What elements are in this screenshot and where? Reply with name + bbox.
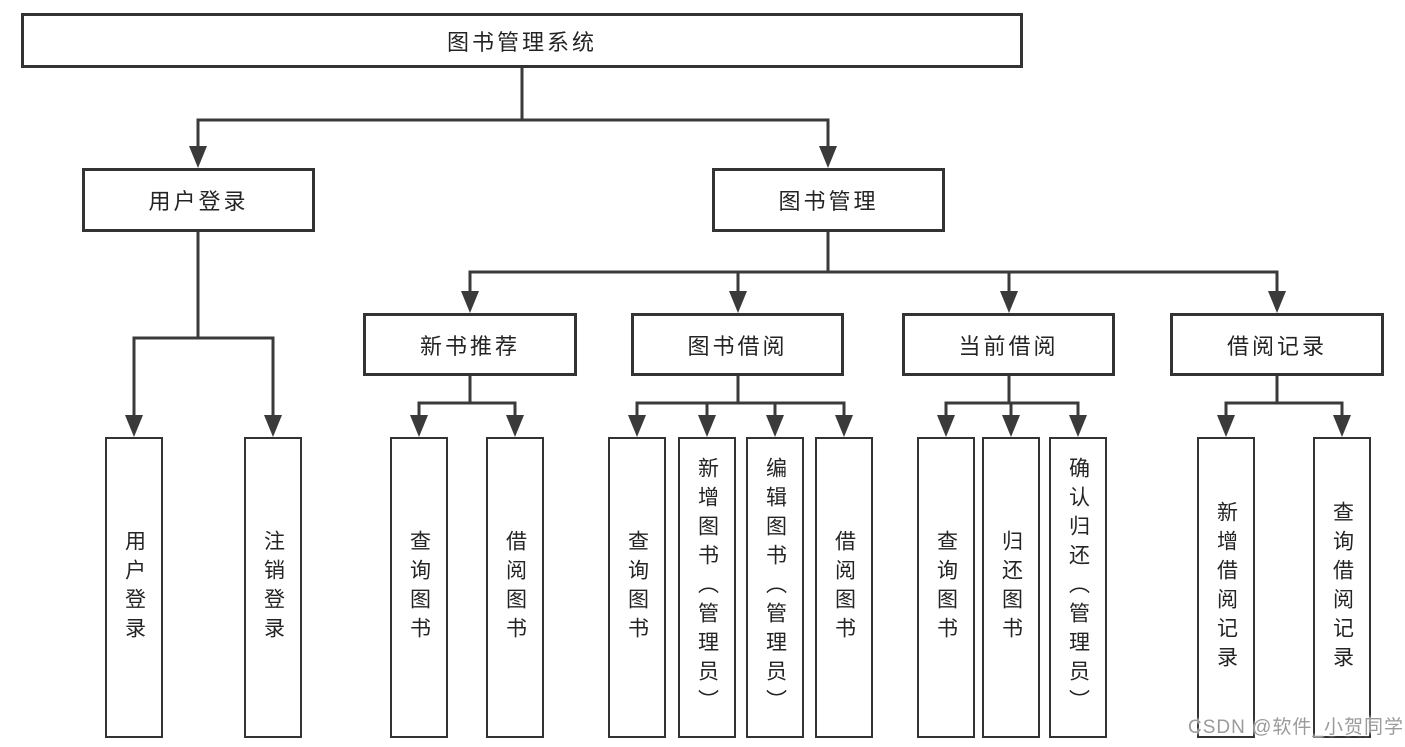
arrow-icon	[1069, 415, 1087, 437]
book-mgmt-branch-connector	[461, 230, 1286, 313]
leaf-confirm-return-admin: 确认归还（管理员）	[1049, 437, 1107, 738]
root-to-level2-connector	[189, 66, 837, 168]
arrow-icon	[819, 146, 837, 168]
new-book-section-connector	[410, 374, 524, 437]
leaf-label: 归还图书	[999, 529, 1023, 646]
leaf-query-books-recommend: 查询图书	[390, 437, 448, 738]
leaf-query-books-borrow: 查询图书	[608, 437, 666, 738]
node-book-borrow-label: 图书借阅	[687, 333, 788, 359]
current-borrow-section-connector	[937, 374, 1087, 437]
arrow-icon	[1268, 291, 1286, 313]
leaf-label: 查询图书	[934, 529, 958, 646]
leaf-label: 新增借阅记录	[1214, 500, 1238, 675]
leaf-label: 新增图书（管理员）	[695, 457, 719, 718]
node-book-mgmt-label: 图书管理	[778, 189, 879, 214]
leaf-add-borrow-record: 新增借阅记录	[1197, 437, 1255, 738]
node-borrow-records: 借阅记录	[1170, 313, 1384, 376]
leaf-edit-book-admin: 编辑图书（管理员）	[746, 437, 804, 738]
node-book-mgmt: 图书管理	[712, 168, 945, 232]
leaf-query-borrow-record: 查询借阅记录	[1313, 437, 1371, 738]
book-borrow-section-connector	[628, 374, 853, 437]
leaf-label: 查询图书	[625, 529, 649, 646]
node-root-label: 图书管理系统	[446, 29, 597, 55]
leaf-label: 注销登录	[261, 529, 285, 646]
leaf-logout: 注销登录	[244, 437, 302, 738]
arrow-icon	[125, 415, 143, 437]
leaf-label: 编辑图书（管理员）	[763, 457, 787, 718]
leaf-add-book-admin: 新增图书（管理员）	[678, 437, 736, 738]
arrow-icon	[937, 415, 955, 437]
leaf-label: 借阅图书	[832, 529, 856, 646]
arrow-icon	[1217, 415, 1235, 437]
arrow-icon	[1002, 415, 1020, 437]
leaf-label: 确认归还（管理员）	[1066, 457, 1090, 718]
node-current-borrow-label: 当前借阅	[958, 333, 1059, 359]
arrow-icon	[264, 415, 282, 437]
arrow-icon	[835, 415, 853, 437]
arrow-icon	[1000, 291, 1018, 313]
arrow-icon	[189, 146, 207, 168]
arrow-icon	[506, 415, 524, 437]
csdn-watermark: CSDN @软件_小贺同学	[1188, 717, 1404, 738]
arrow-icon	[410, 415, 428, 437]
arrow-icon	[628, 415, 646, 437]
node-new-book-recommend: 新书推荐	[363, 313, 577, 376]
leaf-label: 借阅图书	[503, 529, 527, 646]
leaf-label: 查询图书	[407, 529, 431, 646]
leaf-label: 用户登录	[122, 529, 146, 646]
arrow-icon	[766, 415, 784, 437]
leaf-label: 查询借阅记录	[1330, 500, 1354, 675]
user-login-branch-connector	[125, 230, 282, 437]
leaf-borrow-books-recommend: 借阅图书	[486, 437, 544, 738]
leaf-borrow-books: 借阅图书	[815, 437, 873, 738]
node-current-borrow: 当前借阅	[902, 313, 1115, 376]
leaf-return-book: 归还图书	[982, 437, 1040, 738]
node-user-login: 用户登录	[82, 168, 315, 232]
node-new-book-recommend-label: 新书推荐	[419, 333, 520, 359]
arrow-icon	[729, 291, 747, 313]
node-root: 图书管理系统	[21, 13, 1023, 68]
leaf-user-login: 用户登录	[105, 437, 163, 738]
arrow-icon	[461, 291, 479, 313]
node-user-login-label: 用户登录	[148, 189, 249, 214]
node-borrow-records-label: 借阅记录	[1226, 333, 1327, 359]
node-book-borrow: 图书借阅	[631, 313, 844, 376]
arrow-icon	[698, 415, 716, 437]
leaf-query-books-current: 查询图书	[917, 437, 975, 738]
arrow-icon	[1333, 415, 1351, 437]
borrow-records-section-connector	[1217, 374, 1351, 437]
